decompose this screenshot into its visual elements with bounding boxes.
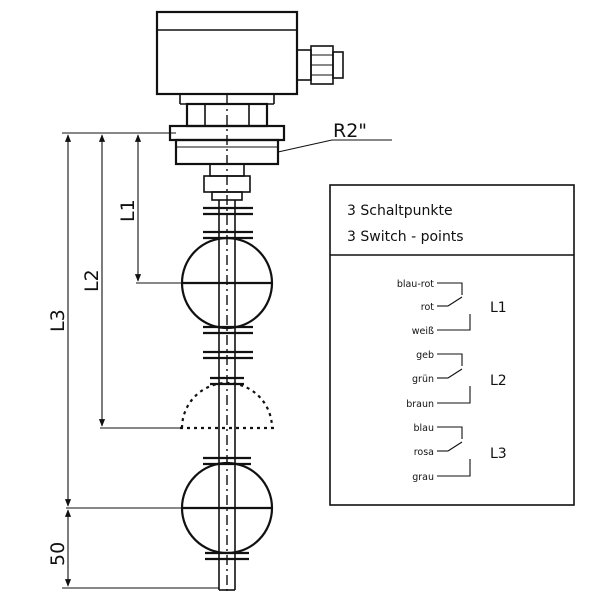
switch-group-l3: blau rosa grau L3 bbox=[412, 423, 507, 483]
stop-rings-upper bbox=[203, 206, 253, 240]
dim-l1-label: L1 bbox=[117, 199, 139, 222]
float-1 bbox=[180, 236, 274, 330]
wire-label: rosa bbox=[414, 447, 434, 458]
switch-label-l2: L2 bbox=[490, 373, 507, 389]
thread-callout: R2" bbox=[277, 120, 392, 153]
wire-label: weiß bbox=[412, 326, 434, 337]
bottom-stop bbox=[205, 551, 249, 591]
switch-group-l1: blau-rot rot weiß L1 bbox=[397, 279, 507, 337]
wire-label: grau bbox=[412, 472, 434, 483]
cable-gland bbox=[296, 45, 344, 85]
switch-label-l3: L3 bbox=[490, 446, 507, 462]
switch-label-l1: L1 bbox=[490, 300, 507, 316]
dim-50-label: 50 bbox=[47, 542, 69, 566]
wire-label: grün bbox=[412, 374, 434, 385]
wire-label: braun bbox=[406, 399, 434, 410]
switch-group-l2: geb grün braun L2 bbox=[406, 350, 507, 410]
switch-points-legend: 3 Schaltpunkte 3 Switch - points blau-ro… bbox=[329, 184, 575, 506]
dimension-lines bbox=[62, 132, 219, 589]
stop-rings-middle bbox=[203, 325, 253, 386]
terminal-housing bbox=[155, 10, 299, 105]
legend-title-en: 3 Switch - points bbox=[347, 229, 464, 245]
wire-label: rot bbox=[421, 302, 435, 313]
legend-title-de: 3 Schaltpunkte bbox=[347, 203, 453, 219]
dim-l2-label: L2 bbox=[81, 269, 103, 292]
wire-label: blau bbox=[413, 423, 434, 434]
guide-tube bbox=[218, 95, 236, 595]
thread-label: R2" bbox=[333, 120, 367, 142]
wire-label: geb bbox=[416, 350, 434, 361]
dim-l3-label: L3 bbox=[47, 309, 69, 332]
wire-label: blau-rot bbox=[397, 279, 434, 290]
